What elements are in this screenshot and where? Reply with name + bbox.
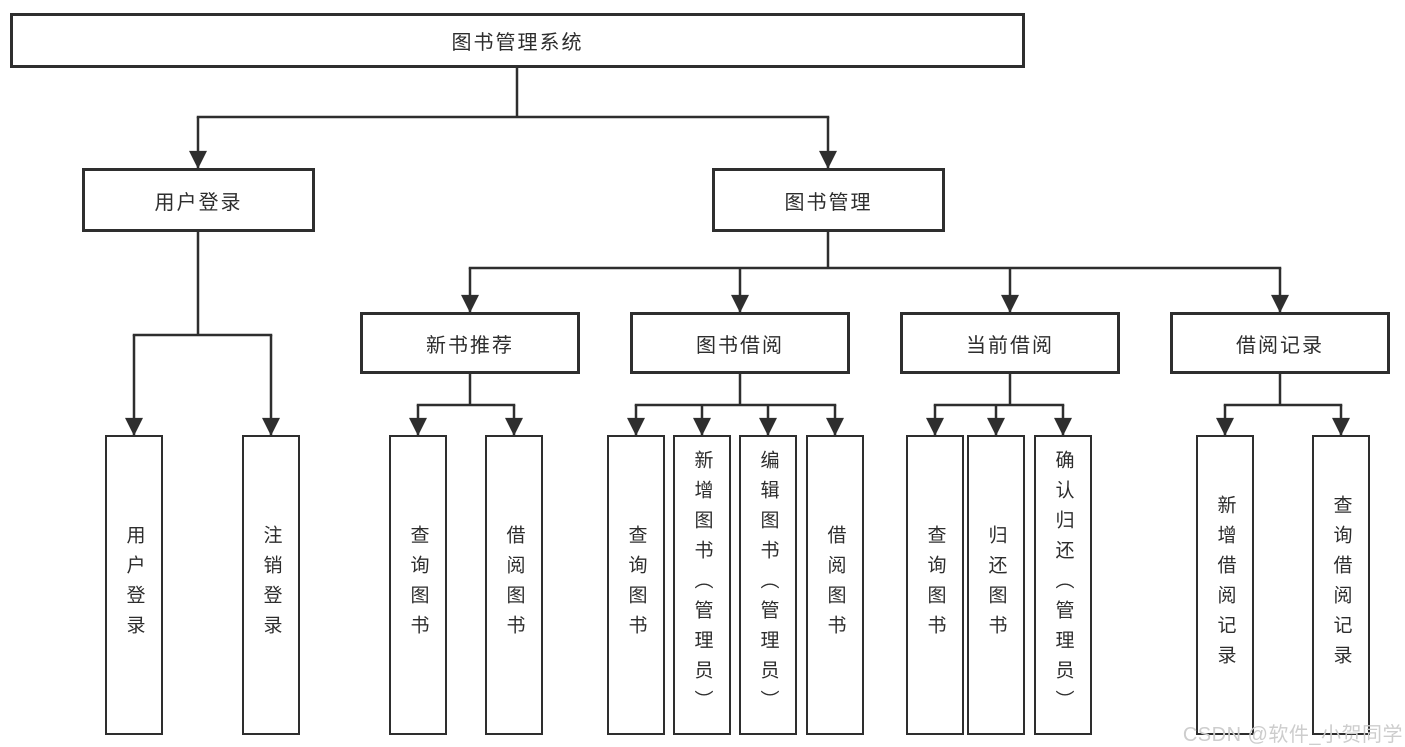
node-current-borrowing: 当前借阅 — [900, 312, 1120, 374]
leaf-borrow-books-borrowing-label: 借阅图书 — [824, 525, 846, 645]
node-user-login: 用户登录 — [82, 168, 315, 232]
node-current-borrowing-label: 当前借阅 — [966, 334, 1054, 357]
leaf-query-borrow-record-label: 查询借阅记录 — [1330, 495, 1352, 675]
node-new-book-recommendation: 新书推荐 — [360, 312, 580, 374]
leaf-query-books-current: 查询图书 — [906, 435, 964, 735]
leaf-query-books-current-label: 查询图书 — [924, 525, 946, 645]
leaf-add-borrow-record: 新增借阅记录 — [1196, 435, 1254, 735]
leaf-user-login-label: 用户登录 — [123, 525, 145, 645]
leaf-query-books-recommend-label: 查询图书 — [407, 525, 429, 645]
leaf-edit-books-admin-label: 编辑图书（管理员） — [757, 450, 779, 720]
leaf-edit-books-admin: 编辑图书（管理员） — [739, 435, 797, 735]
leaf-borrow-books-recommend: 借阅图书 — [485, 435, 543, 735]
leaf-return-books-label: 归还图书 — [985, 525, 1007, 645]
node-borrowing-records-label: 借阅记录 — [1236, 334, 1324, 357]
leaf-add-books-admin-label: 新增图书（管理员） — [691, 450, 713, 720]
node-book-management: 图书管理 — [712, 168, 945, 232]
leaf-query-books-borrowing: 查询图书 — [607, 435, 665, 735]
leaf-borrow-books-borrowing: 借阅图书 — [806, 435, 864, 735]
node-new-book-recommendation-label: 新书推荐 — [426, 334, 514, 357]
node-library-system-label: 图书管理系统 — [451, 32, 584, 54]
leaf-confirm-return-admin: 确认归还（管理员） — [1034, 435, 1092, 735]
leaf-query-books-recommend: 查询图书 — [389, 435, 447, 735]
leaf-return-books: 归还图书 — [967, 435, 1025, 735]
node-book-borrowing-label: 图书借阅 — [696, 334, 784, 357]
leaf-logout-label: 注销登录 — [260, 525, 282, 645]
leaf-confirm-return-admin-label: 确认归还（管理员） — [1052, 450, 1074, 720]
leaf-query-books-borrowing-label: 查询图书 — [625, 525, 647, 645]
leaf-add-borrow-record-label: 新增借阅记录 — [1214, 495, 1236, 675]
leaf-user-login: 用户登录 — [105, 435, 163, 735]
leaf-logout: 注销登录 — [242, 435, 300, 735]
leaf-query-borrow-record: 查询借阅记录 — [1312, 435, 1370, 735]
leaf-add-books-admin: 新增图书（管理员） — [673, 435, 731, 735]
node-library-system: 图书管理系统 — [10, 13, 1025, 68]
leaf-borrow-books-recommend-label: 借阅图书 — [503, 525, 525, 645]
csdn-watermark: CSDN @软件_小贺同学 — [1182, 724, 1403, 746]
node-book-management-label: 图书管理 — [784, 191, 873, 214]
node-user-login-label: 用户登录 — [154, 191, 243, 214]
node-borrowing-records: 借阅记录 — [1170, 312, 1390, 374]
node-book-borrowing: 图书借阅 — [630, 312, 850, 374]
